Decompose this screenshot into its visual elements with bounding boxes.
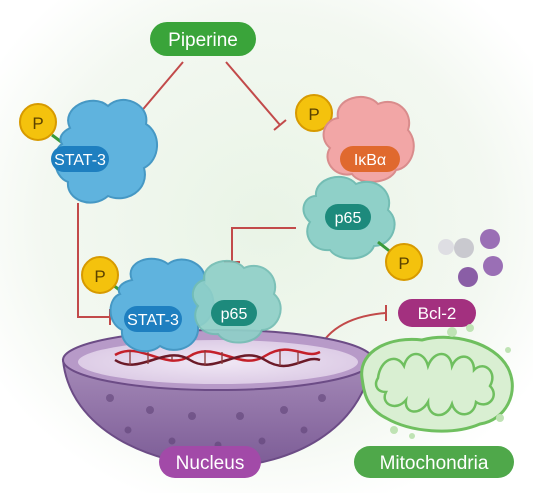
ikba-node: P IκBα — [295, 94, 415, 183]
phospho-label: P — [308, 105, 319, 124]
bcl2-label: Bcl-2 — [418, 304, 457, 323]
phospho-label: P — [398, 254, 409, 273]
stat3-bottom-label: STAT-3 — [127, 312, 179, 329]
p65-right-label: p65 — [335, 210, 362, 227]
stat3-top-node: P STAT-3 — [19, 99, 158, 204]
p65-bottom-label: p65 — [221, 306, 248, 323]
ikba-label: IκBα — [354, 152, 386, 169]
piperine-to-ikba-bar — [273, 119, 287, 131]
p65-right-node: p65 P — [302, 175, 423, 281]
phospho-label: P — [94, 267, 105, 286]
stat3-translocation-line — [77, 203, 110, 318]
mitochondria-tag: Mitochondria — [354, 446, 514, 478]
particle — [438, 239, 454, 255]
mito-fragments — [390, 324, 511, 439]
nuclear-pores — [106, 394, 326, 449]
p65-bottom-node: p65 — [191, 259, 282, 344]
stat3-top-label: STAT-3 — [54, 152, 106, 169]
particle — [454, 238, 474, 258]
nucleus-tag: Nucleus — [159, 446, 261, 478]
mitochondrion — [360, 324, 514, 439]
p65-translocation-line — [231, 227, 296, 262]
piperine-to-ikba-line — [225, 61, 281, 126]
particle — [480, 229, 500, 249]
phospho-badge — [19, 103, 57, 141]
piperine-node: Piperine — [150, 22, 256, 56]
dna-helix — [114, 348, 321, 368]
mitochondria-label: Mitochondria — [380, 453, 489, 474]
phospho-badge — [385, 243, 423, 281]
particle — [458, 267, 478, 287]
phospho-badge — [81, 256, 119, 294]
released-particles — [438, 229, 503, 287]
particle — [483, 256, 503, 276]
mito-cristae — [374, 352, 495, 417]
stat3-bottom-node: P STAT-3 — [81, 256, 215, 353]
bcl2-node: Bcl-2 — [398, 299, 476, 327]
phospho-badge — [295, 94, 333, 132]
nucleus-label: Nucleus — [176, 453, 245, 474]
phospho-label: P — [32, 114, 43, 133]
piperine-label: Piperine — [168, 30, 238, 51]
